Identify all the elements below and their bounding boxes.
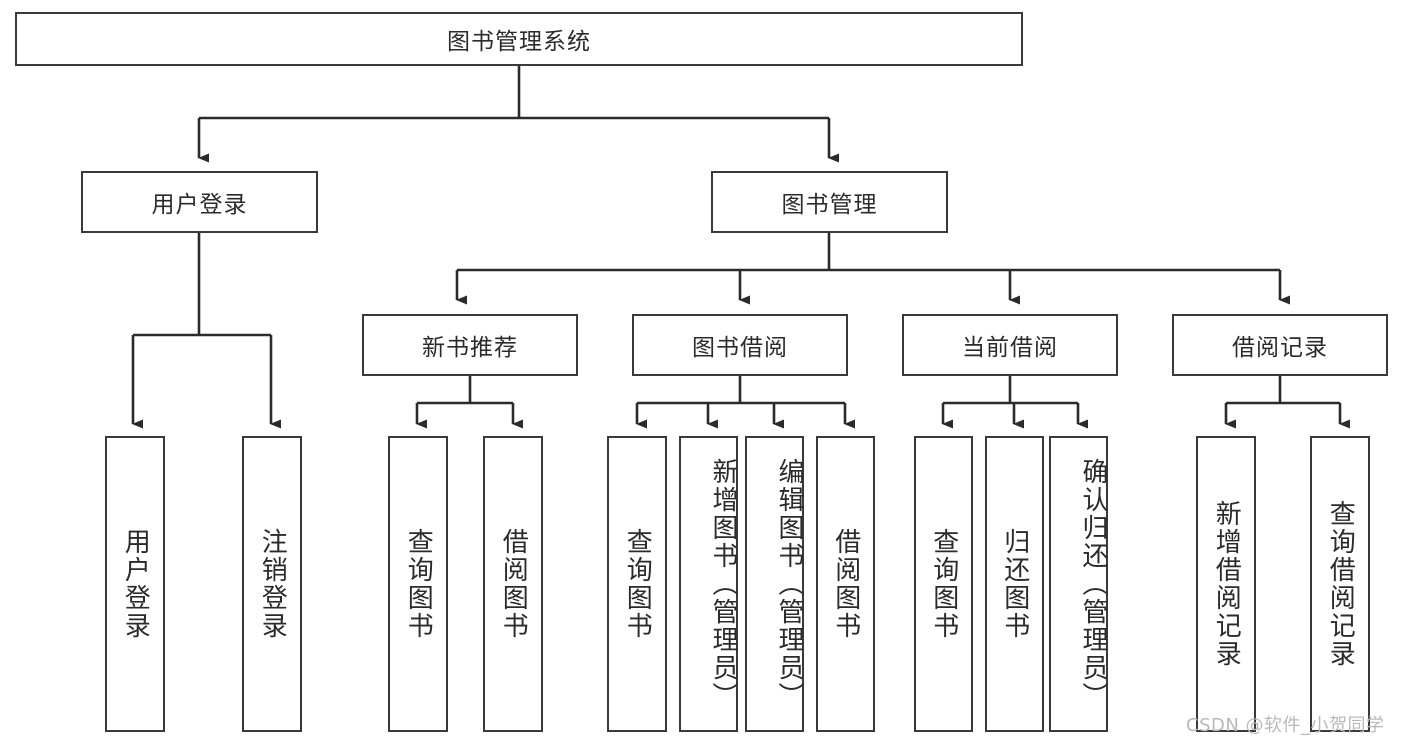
leaf-query-borrow-record[interactable]: 查询借阅记录 <box>1310 436 1370 732</box>
leaf-label: 查询借阅记录 <box>1325 500 1356 668</box>
leaf-label: 注销登录 <box>257 528 288 640</box>
leaf-query-book-borrow[interactable]: 查询图书 <box>607 436 667 732</box>
node-current-borrow[interactable]: 当前借阅 <box>902 314 1118 376</box>
node-book-management[interactable]: 图书管理 <box>711 171 948 233</box>
leaf-label: 用户登录 <box>120 528 151 640</box>
leaf-user-login[interactable]: 用户登录 <box>105 436 165 732</box>
leaf-label: 借阅图书 <box>498 528 529 640</box>
leaf-label: 归还图书 <box>999 528 1030 640</box>
leaf-add-book-admin[interactable]: 新增图书（管理员） <box>679 436 738 732</box>
leaf-edit-book-admin[interactable]: 编辑图书（管理员） <box>745 436 804 732</box>
watermark: CSDN @软件_小贺同学 <box>1186 715 1385 736</box>
leaf-confirm-return-admin[interactable]: 确认归还（管理员） <box>1049 436 1108 732</box>
leaf-label: 确认归还（管理员） <box>1078 458 1108 710</box>
leaf-borrow-book-recommend[interactable]: 借阅图书 <box>483 436 543 732</box>
node-borrow-record[interactable]: 借阅记录 <box>1172 314 1388 376</box>
leaf-label: 借阅图书 <box>830 528 861 640</box>
leaf-label: 查询图书 <box>622 528 653 640</box>
leaf-return-book[interactable]: 归还图书 <box>985 436 1044 732</box>
node-new-book-recommend[interactable]: 新书推荐 <box>362 314 578 376</box>
leaf-query-book-recommend[interactable]: 查询图书 <box>388 436 448 732</box>
leaf-label: 编辑图书（管理员） <box>774 458 804 710</box>
leaf-label: 新增借阅记录 <box>1211 500 1242 668</box>
leaf-borrow-book[interactable]: 借阅图书 <box>816 436 875 732</box>
node-root-system[interactable]: 图书管理系统 <box>15 12 1023 66</box>
leaf-label: 查询图书 <box>928 528 959 640</box>
node-book-borrow[interactable]: 图书借阅 <box>632 314 848 376</box>
leaf-label: 新增图书（管理员） <box>708 458 738 710</box>
leaf-query-book-current[interactable]: 查询图书 <box>914 436 973 732</box>
leaf-label: 查询图书 <box>403 528 434 640</box>
leaf-logout-login[interactable]: 注销登录 <box>242 436 302 732</box>
leaf-add-borrow-record[interactable]: 新增借阅记录 <box>1196 436 1256 732</box>
node-user-login[interactable]: 用户登录 <box>81 171 318 233</box>
